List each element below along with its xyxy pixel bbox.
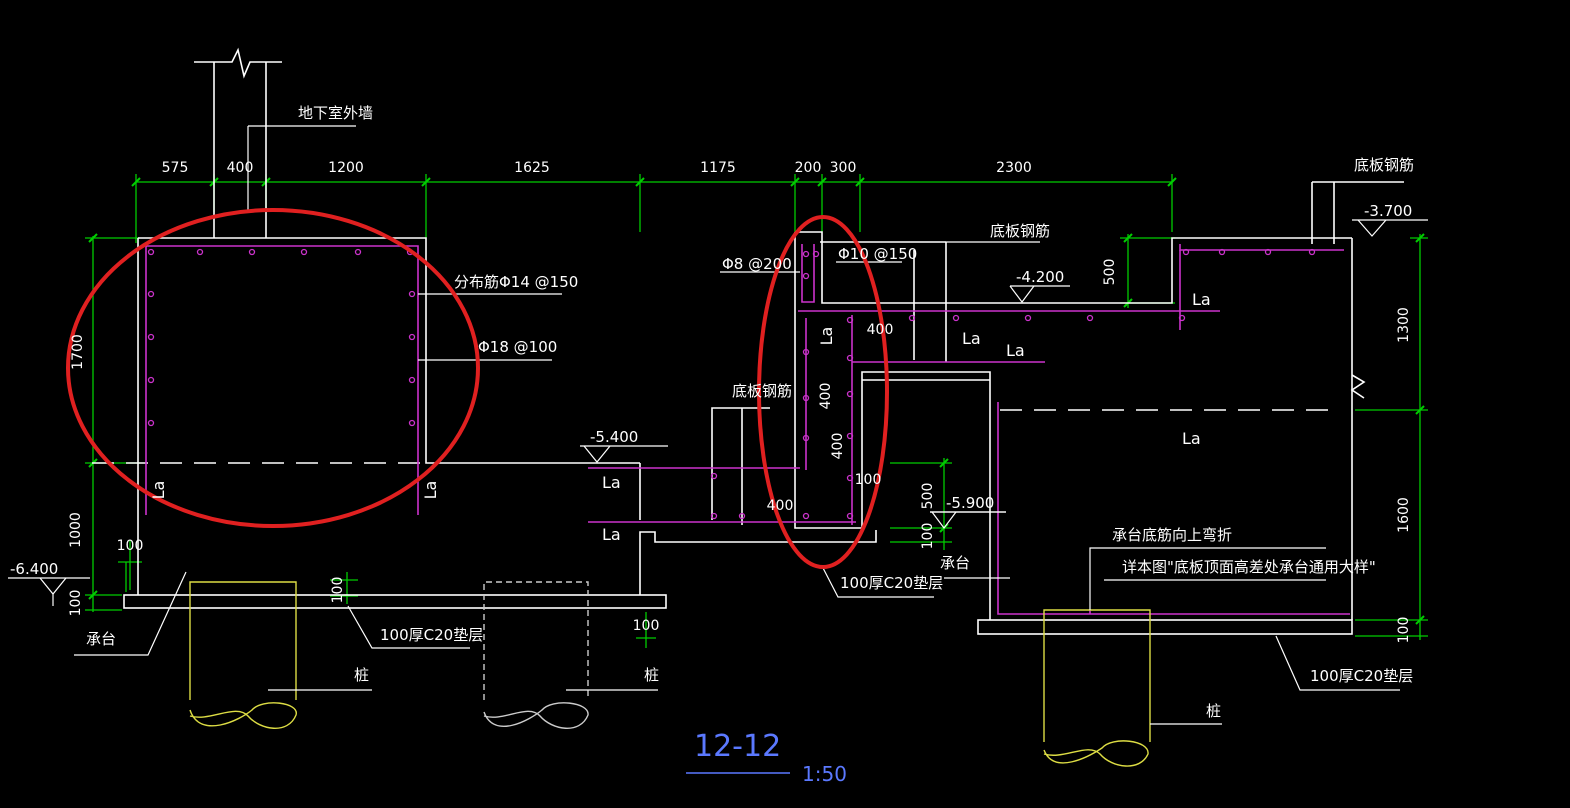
pile-left: [189, 581, 297, 729]
drawing-title: 12-12: [694, 729, 781, 764]
elevation-marker-6400: [8, 577, 90, 606]
dim-400-pit-b: 400: [818, 383, 834, 410]
dim-300: 300: [830, 160, 857, 176]
label-cushion-right: 100厚C20垫层: [1310, 667, 1413, 685]
dim-1625: 1625: [514, 160, 550, 176]
pile-right: [1043, 609, 1151, 767]
rebar-dots: [147, 248, 1316, 520]
dim-2300: 2300: [996, 160, 1032, 176]
elevation-marker-5900: [930, 511, 1006, 529]
la-label: La: [602, 473, 621, 492]
la-label: La: [149, 481, 168, 500]
label-bottom-rebar-mid: 底板钢筋: [990, 222, 1050, 240]
dim-100-right: 100: [1396, 617, 1412, 644]
label-pile-right: 桩: [1206, 702, 1221, 720]
elevation-4200: -4.200: [1016, 268, 1064, 286]
la-label: La: [602, 525, 621, 544]
dimension-ticks: [88, 177, 1425, 625]
vertical-dimension-texts: 1700 1000 100 100 1300 1600 100 500 500 …: [68, 259, 1412, 644]
elevation-markers: [8, 219, 1428, 606]
concrete-outline: [92, 47, 1404, 635]
highlight-circle-left: [66, 208, 480, 528]
dim-1300: 1300: [1396, 307, 1412, 343]
label-pile-mid: 桩: [644, 666, 659, 684]
label-basement-wall: 地下室外墙: [298, 104, 373, 122]
label-rebar-10: Φ10 @150: [838, 245, 917, 263]
la-label: La: [421, 481, 440, 500]
dim-400-pit-a: 400: [867, 322, 894, 338]
la-label: La: [817, 327, 836, 346]
highlight-circle-pit: [757, 215, 889, 569]
la-labels: La La La La La La La La La: [149, 290, 1211, 544]
dim-100-pad-b: 100: [633, 618, 660, 634]
la-label: La: [962, 329, 981, 348]
dim-400: 400: [227, 160, 254, 176]
elevation-5900: -5.900: [946, 494, 994, 512]
label-rebar-8: Φ8 @200: [722, 255, 792, 273]
dim-200: 200: [795, 160, 822, 176]
drawing-title-block: 12-12 1:50: [686, 729, 847, 786]
label-cap-left: 承台: [86, 630, 116, 648]
dim-500-step: 500: [1102, 259, 1118, 286]
dim-100-left-a: 100: [117, 538, 144, 554]
dim-1700: 1700: [70, 334, 86, 370]
label-cap-mid: 承台: [940, 554, 970, 572]
dim-100-pad: 100: [330, 577, 346, 604]
dim-1000: 1000: [68, 512, 84, 548]
dim-1600: 1600: [1396, 497, 1412, 533]
leader-lines: [74, 125, 1400, 725]
elevation-5400: -5.400: [590, 428, 638, 446]
elevation-3700: -3.700: [1364, 202, 1412, 220]
elevation-marker-3700: [1352, 219, 1428, 237]
label-cap-bend: 承台底筋向上弯折: [1112, 526, 1232, 544]
dim-100-pit: 100: [855, 472, 882, 488]
dim-1175: 1175: [700, 160, 736, 176]
dim-400-pit-d: 400: [767, 498, 794, 514]
dim-100-mid: 100: [920, 523, 936, 550]
label-dist-rebar: 分布筋Φ14 @150: [454, 273, 578, 291]
label-detail-ref: 详本图"底板顶面高差处承台通用大样": [1122, 558, 1376, 576]
elevation-marker-4200: [1009, 285, 1070, 303]
drawing-scale: 1:50: [802, 762, 847, 786]
elevation-marker-5400: [580, 445, 668, 463]
label-cushion-left: 100厚C20垫层: [380, 626, 483, 644]
elevation-6400: -6.400: [10, 560, 58, 578]
elevation-texts: -6.400 -5.400 -4.200 -3.700 -5.900: [10, 202, 1412, 578]
label-bottom-rebar-pit: 底板钢筋: [732, 382, 792, 400]
label-pile-left: 桩: [354, 666, 369, 684]
label-cushion-mid: 100厚C20垫层: [840, 574, 943, 592]
top-dimension-texts: 575 400 1200 1625 1175 200 300 2300: [162, 160, 1032, 176]
dim-1200: 1200: [328, 160, 364, 176]
piles: [189, 581, 1151, 767]
dim-100-left-b: 100: [68, 590, 84, 617]
la-label: La: [1192, 290, 1211, 309]
dim-500-mid: 500: [920, 483, 936, 510]
dim-575: 575: [162, 160, 189, 176]
la-label: La: [1182, 429, 1201, 448]
label-bottom-rebar-right: 底板钢筋: [1354, 156, 1414, 174]
la-label: La: [1006, 341, 1025, 360]
label-rebar-18: Φ18 @100: [478, 338, 557, 356]
pile-middle-dashed: [483, 581, 589, 729]
dim-400-pit-c: 400: [830, 433, 846, 460]
annotation-labels: 地下室外墙 分布筋Φ14 @150 Φ18 @100 底板钢筋 底板钢筋 底板钢…: [86, 104, 1414, 720]
